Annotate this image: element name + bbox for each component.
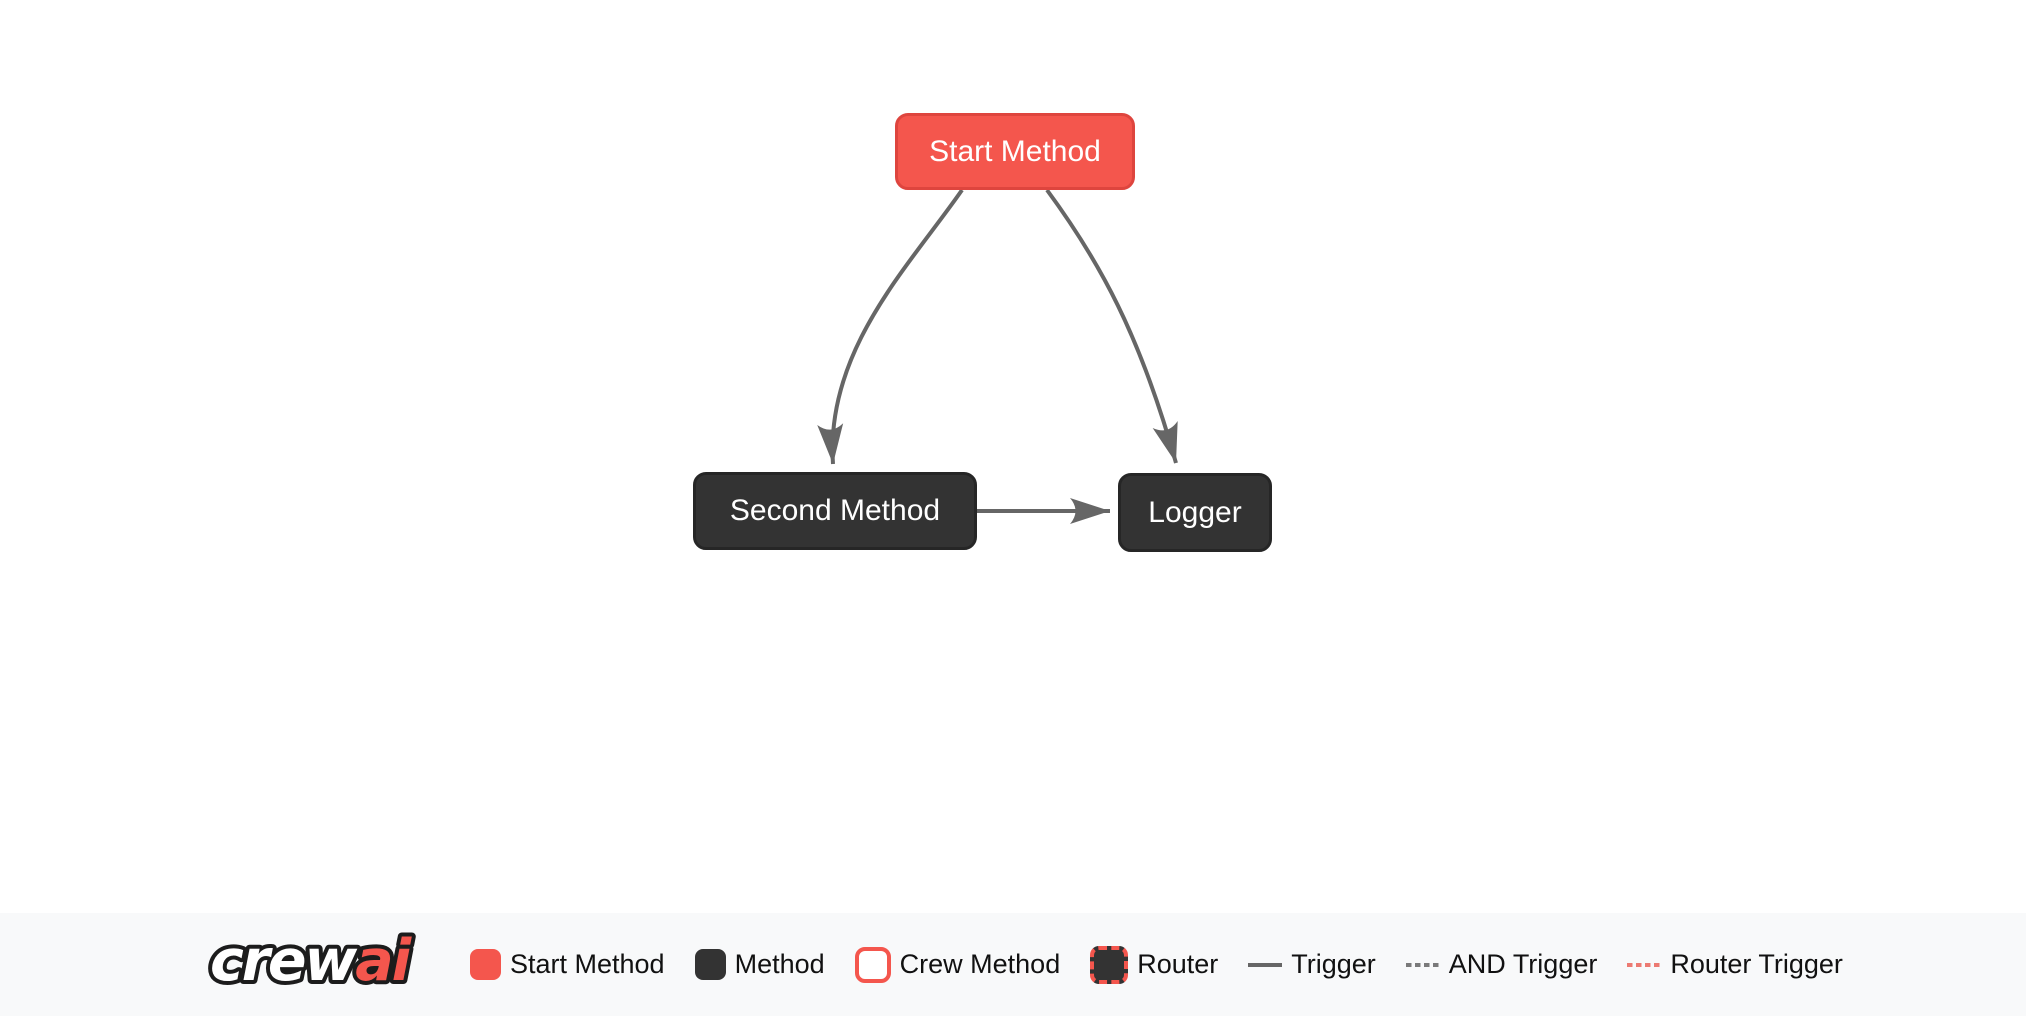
- legend-item-crew-method: Crew Method: [854, 946, 1061, 983]
- flow-canvas[interactable]: Start Method Second Method Logger: [0, 0, 2026, 913]
- edge-start-to-second-method[interactable]: [817, 188, 964, 465]
- legend-item-method: Method: [694, 949, 825, 980]
- router-swatch-icon: [1090, 945, 1129, 984]
- legend-item-router-trigger: Router Trigger: [1627, 949, 1843, 980]
- legend-label: Method: [734, 949, 825, 979]
- legend-label: Trigger: [1291, 949, 1376, 979]
- crew-method-swatch-icon: [854, 946, 891, 983]
- legend-item-start-method: Start Method: [470, 949, 665, 980]
- legend-item-trigger: Trigger: [1248, 949, 1376, 980]
- trigger-line-icon: [1248, 962, 1283, 967]
- start-method-swatch-icon: [470, 949, 501, 980]
- node-label: Start Method: [929, 134, 1101, 168]
- edge-start-to-logger[interactable]: [1045, 188, 1178, 464]
- node-logger[interactable]: Logger: [1118, 473, 1272, 552]
- crewai-logo-svg: crewai: [206, 924, 419, 998]
- legend-item-router: Router: [1090, 945, 1219, 984]
- node-start-method[interactable]: Start Method: [895, 113, 1135, 190]
- node-label: Logger: [1148, 495, 1242, 529]
- node-label: Second Method: [729, 494, 941, 527]
- logo-text-crew: crew: [210, 928, 358, 994]
- node-second-method[interactable]: Second Method: [693, 472, 977, 550]
- legend-bar: crewai Start Method Method Crew Method R…: [0, 913, 2026, 1016]
- edges-layer: [817, 188, 1178, 524]
- legend-label: Router Trigger: [1670, 949, 1843, 979]
- svg-text:crewai: crewai: [210, 928, 413, 994]
- logo-text-ai: ai: [355, 928, 412, 994]
- legend-label: Start Method: [510, 949, 665, 979]
- legend-label: Router: [1137, 949, 1219, 979]
- legend-item-and-trigger: AND Trigger: [1405, 949, 1598, 980]
- legend-label: Crew Method: [899, 949, 1061, 979]
- and-trigger-line-icon: [1405, 962, 1440, 967]
- crewai-logo: crewai: [206, 924, 436, 1004]
- method-swatch-icon: [694, 949, 726, 980]
- legend-label: AND Trigger: [1448, 949, 1598, 979]
- router-trigger-line-icon: [1627, 962, 1662, 967]
